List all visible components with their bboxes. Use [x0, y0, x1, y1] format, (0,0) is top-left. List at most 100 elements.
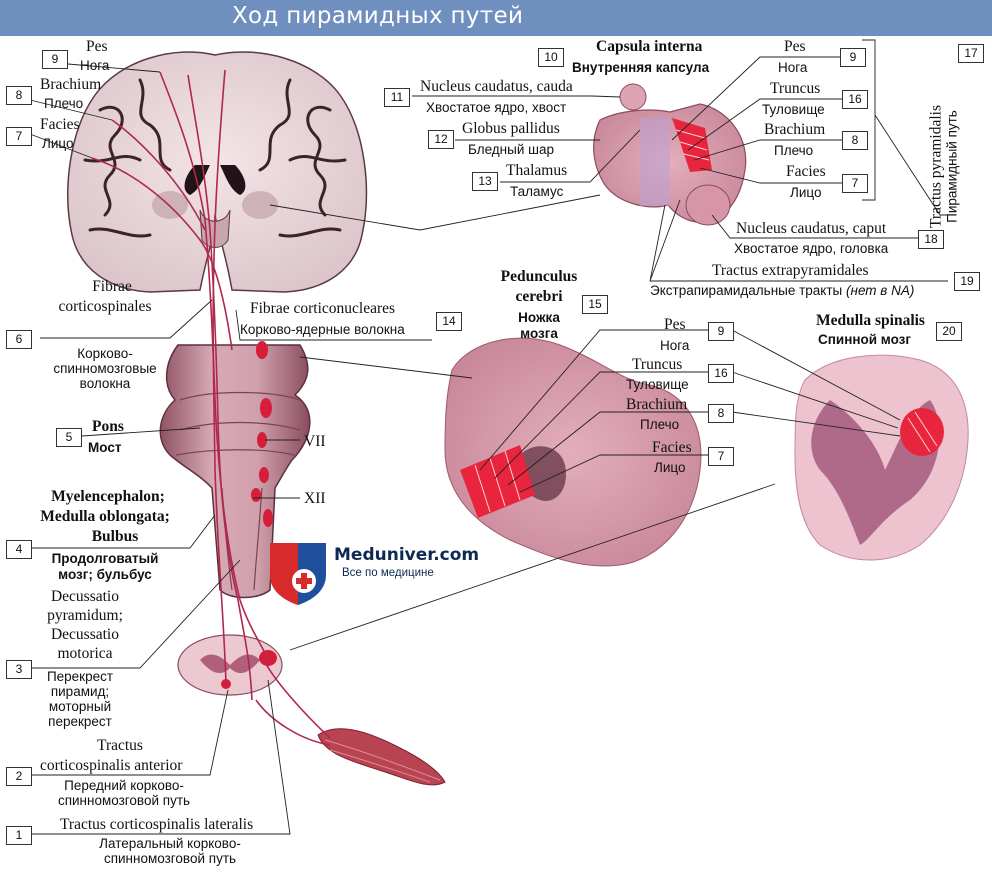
label-number-20: 20 — [936, 322, 962, 341]
label-decussatio-russian-4: перекрест — [48, 714, 112, 729]
label-number-6: 6 — [6, 330, 32, 349]
label-number-13: 13 — [472, 172, 498, 191]
label-number-4: 4 — [6, 540, 32, 559]
label-anterior-russian-2: спинномозговой путь — [57, 793, 191, 808]
label-pedunculus-latin-1: Pedunculus — [500, 268, 578, 285]
label-number-15: 15 — [582, 295, 608, 314]
label-peduncle-number-9: 9 — [708, 322, 734, 341]
label-thalamus-russian: Таламус — [510, 184, 564, 199]
pyramidal-tract-lines — [91, 69, 331, 746]
label-capsule-brachium-latin: Brachium — [764, 121, 826, 138]
label-number-7: 7 — [6, 127, 32, 146]
label-pes-russian: Нога — [80, 58, 110, 73]
label-fibrae-russian-1: Корково- — [77, 346, 133, 361]
internal-capsule-illustration — [593, 83, 747, 226]
label-extrapyramidales-ru-note: (нет в NA) — [846, 283, 915, 298]
label-decussatio-latin-4: motorica — [57, 645, 113, 662]
label-number-5: 5 — [56, 428, 82, 447]
label-number-11: 11 — [384, 88, 410, 107]
label-peduncle-number-8: 8 — [708, 404, 734, 423]
label-number-10: 10 — [538, 48, 564, 67]
title-bar: Ход пирамидных путей — [0, 0, 992, 36]
label-peduncle-brachium-latin: Brachium — [626, 396, 688, 413]
label-capsula-latin: Capsula interna — [596, 38, 703, 55]
label-capsule-pes-russian: Нога — [778, 60, 808, 75]
muscle — [317, 728, 446, 786]
label-lateralis-russian-2: спинномозговой путь — [103, 851, 237, 866]
label-peduncle-number-16: 16 — [708, 364, 734, 383]
label-capsule-facies-russian: Лицо — [790, 185, 822, 200]
spinal-cord-section-large — [794, 354, 969, 561]
brainstem — [159, 341, 311, 599]
label-peduncle-facies-russian: Лицо — [654, 460, 686, 475]
label-capsula-russian: Внутренняя капсула — [572, 60, 710, 75]
label-pedunculus-latin-2: cerebri — [515, 288, 563, 305]
label-extrapyramidales-latin: Tractus extrapyramidales — [712, 262, 869, 279]
label-medulla-russian-1: Продолговатый — [51, 551, 159, 566]
label-decussatio-russian-2: пирамид; — [50, 684, 110, 699]
label-number-12: 12 — [428, 130, 454, 149]
label-anterior-latin-1: Tractus — [97, 737, 143, 754]
label-medulla-latin-2: Medulla oblongata; — [40, 508, 170, 525]
label-thalamus-latin: Thalamus — [506, 162, 568, 179]
label-medulla-latin-1: Myelencephalon; — [51, 488, 165, 505]
label-brachium-russian: Плечо — [44, 96, 84, 111]
label-peduncle-truncus-russian: Туловище — [626, 377, 689, 392]
label-capsule-brachium-russian: Плечо — [774, 143, 814, 158]
label-peduncle-truncus-latin: Truncus — [632, 356, 683, 373]
label-extrapyramidales-ru-main: Экстрапирамидальные тракты — [650, 283, 843, 298]
label-capsule-pes-latin: Pes — [784, 38, 806, 55]
label-decussatio-russian-3: моторный — [48, 699, 112, 714]
label-decussatio-russian-1: Перекрест — [46, 669, 114, 684]
label-peduncle-pes-latin: Pes — [664, 316, 686, 333]
cerebral-peduncle-illustration — [444, 337, 702, 567]
label-lateralis-latin: Tractus corticospinalis lateralis — [60, 816, 254, 833]
logo-tagline: Все по медицине — [342, 567, 434, 579]
label-spinalis-latin: Medulla spinalis — [816, 312, 925, 329]
label-caput-russian: Хвостатое ядро, головка — [734, 241, 889, 256]
label-peduncle-pes-russian: Нога — [660, 338, 690, 353]
label-decussatio-latin-3: Decussatio — [50, 626, 119, 643]
label-number-17: 17 — [958, 44, 984, 63]
label-capsule-truncus-latin: Truncus — [770, 80, 821, 97]
label-pedunculus-russian-1: Ножка — [518, 310, 560, 325]
label-number-2: 2 — [6, 767, 32, 786]
label-capsule-truncus-russian: Туловище — [762, 102, 825, 117]
label-capsule-number-16: 16 — [842, 90, 868, 109]
leader-lines — [29, 39, 948, 835]
label-spinalis-russian: Спинной мозг — [818, 332, 912, 347]
label-pons-latin: Pons — [92, 418, 124, 435]
label-capsule-number-9: 9 — [840, 48, 866, 67]
label-lateralis-russian-1: Латеральный корково- — [99, 836, 241, 851]
label-peduncle-facies-latin: Facies — [652, 439, 692, 456]
label-facies-russian: Лицо — [42, 136, 74, 151]
label-peduncle-brachium-russian: Плечо — [640, 417, 680, 432]
label-fibrae-russian-3: волокна — [79, 376, 131, 391]
label-number-18: 18 — [918, 230, 944, 249]
label-peduncle-number-7: 7 — [708, 447, 734, 466]
label-cauda-russian: Хвостатое ядро, хвост — [426, 100, 567, 115]
label-globus-russian: Бледный шар — [468, 142, 554, 157]
label-medulla-latin-3: Bulbus — [91, 528, 139, 545]
label-extrapyramidales-russian: Экстрапирамидальные тракты (нет в NA) — [650, 283, 914, 299]
label-number-9: 9 — [42, 50, 68, 69]
label-capsule-facies-latin: Facies — [786, 163, 826, 180]
label-nerve-xii: XII — [304, 490, 326, 507]
label-pedunculus-russian-2: мозга — [520, 326, 558, 341]
label-number-8: 8 — [6, 86, 32, 105]
meduniver-logo[interactable]: Meduniver.com Все по медицине — [268, 537, 479, 607]
label-fibrae-latin-2: corticospinales — [58, 298, 152, 315]
label-capsule-number-8: 8 — [842, 131, 868, 150]
label-pons-russian: Мост — [88, 440, 122, 455]
label-decussatio-latin-2: pyramidum; — [47, 607, 123, 624]
label-nerve-vii: VII — [304, 433, 326, 450]
label-number-1: 1 — [6, 826, 32, 845]
label-decussatio-latin-1: Decussatio — [50, 588, 119, 605]
page-title: Ход пирамидных путей — [232, 3, 524, 29]
label-pyramidalis-russian: Пирамидный путь — [944, 110, 960, 223]
label-fibrae-russian-2: спинномозговые — [53, 361, 157, 376]
label-anterior-latin-2: corticospinalis anterior — [40, 757, 183, 774]
label-pyramidalis-latin: Tractus pyramidalis — [927, 105, 945, 228]
label-capsule-number-7: 7 — [842, 174, 868, 193]
